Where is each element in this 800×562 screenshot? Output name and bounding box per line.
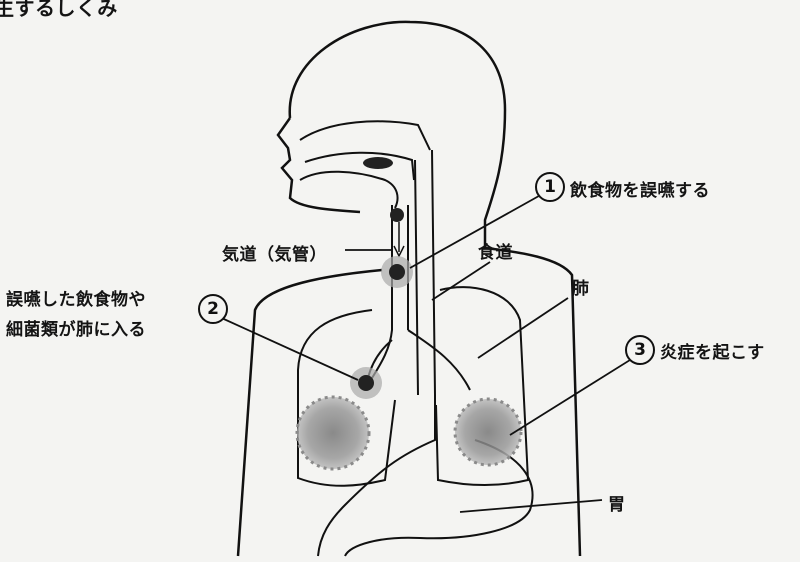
step-1-number: 1: [535, 172, 565, 202]
title-fragment: 生するしくみ: [0, 0, 118, 21]
inflammation-right-lung: [455, 399, 521, 465]
stomach-label: 胃: [608, 490, 626, 515]
inflammation-left-lung: [297, 397, 369, 469]
leader-lung: [478, 298, 568, 358]
lung-label: 肺: [572, 274, 590, 299]
esophagus: [415, 150, 435, 395]
step-3-number: 3: [625, 335, 655, 365]
body-outline: [290, 22, 580, 556]
trachea: [372, 205, 408, 378]
leader-stomach: [460, 500, 602, 512]
face-outline: [278, 118, 360, 212]
step-3-label: 炎症を起こす: [660, 338, 765, 363]
aspiration-particle-trachea: [381, 256, 413, 288]
leader-step2: [215, 315, 358, 380]
aspiration-particle-upper: [390, 208, 404, 222]
step-2-line2: 細菌類が肺に入る: [6, 315, 146, 340]
step-1-label: 飲食物を誤嚥する: [570, 176, 710, 201]
food-bolus-mouth: [363, 157, 393, 169]
step-2-number: 2: [198, 294, 228, 324]
esophagus-label: 食道: [478, 238, 513, 263]
trachea-label: 気道（気管）: [222, 240, 327, 265]
step-2-line1: 誤嚥した飲食物や: [6, 285, 146, 310]
palate: [305, 153, 414, 180]
nasal-cavity: [300, 121, 430, 150]
aspiration-particle-bronchus: [350, 367, 382, 399]
leader-esophagus: [432, 262, 490, 300]
tongue: [300, 172, 398, 208]
